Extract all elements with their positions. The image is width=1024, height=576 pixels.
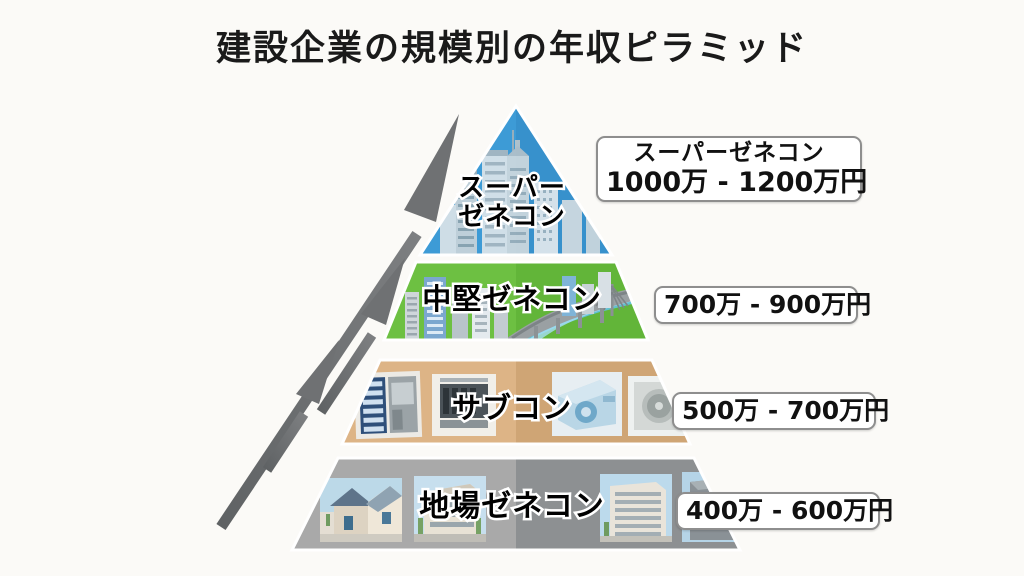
tier-label-super-general-contractor: スーパー ゼネコン — [382, 171, 642, 234]
growth-arrow-icon-2 — [316, 258, 405, 415]
salary-box-local-general-contractor: 400万 - 600万円 — [676, 492, 894, 530]
city-buildings-icon — [405, 272, 611, 340]
tier-local-general-contractor[interactable] — [289, 456, 743, 552]
tier-midsize-general-contractor[interactable] — [381, 260, 651, 342]
tier-label-line1: 中堅ゼネコン — [420, 280, 603, 318]
salary-box-range: 400万 - 600万円 — [686, 496, 894, 526]
apartment-building-photo — [600, 474, 672, 542]
tier-label-line1: 地場ゼネコン — [417, 487, 606, 525]
salary-box-range: 500万 - 700万円 — [682, 396, 890, 426]
growth-arrows — [216, 114, 459, 531]
salary-box-super-general-contractor: スーパーゼネコン 1000万 - 1200万円 — [596, 136, 868, 202]
salary-box-range: 700万 - 900万円 — [664, 290, 872, 320]
salary-box-title: スーパーゼネコン — [633, 139, 825, 166]
tier-label-midsize-general-contractor: 中堅ゼネコン — [372, 280, 652, 318]
low-rise-building-photo — [414, 476, 486, 542]
tier-label-local-general-contractor: 地場ゼネコン — [362, 487, 662, 525]
air-conditioner-photo — [552, 372, 622, 436]
salary-box-range: 1000万 - 1200万円 — [606, 166, 868, 198]
tier-subcontractor[interactable] — [339, 358, 693, 446]
growth-arrow-icon-3 — [262, 340, 339, 473]
detached-house-photo — [320, 478, 402, 542]
control-equipment-photo — [432, 374, 496, 436]
tier-label-line2: ゼネコン — [456, 200, 567, 234]
page-title: 建設企業の規模別の年収ピラミッド — [215, 29, 808, 69]
salary-box-subcontractor: 500万 - 700万円 — [672, 392, 890, 430]
tier-label-line1: サブコン — [449, 389, 573, 427]
salary-box-midsize-general-contractor: 700万 - 900万円 — [654, 286, 872, 324]
tier-label-subcontractor: サブコン — [392, 389, 632, 427]
tier-label-line1: スーパー — [456, 171, 568, 205]
